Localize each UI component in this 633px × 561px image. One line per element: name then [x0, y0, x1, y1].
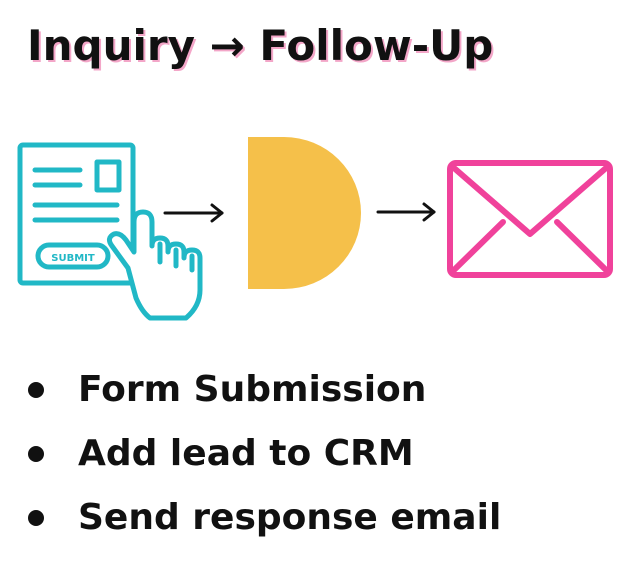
arrow-icon — [163, 203, 224, 223]
list-item: Send response email — [28, 486, 501, 550]
list-item-text: Add lead to CRM — [78, 433, 414, 474]
crm-logo-icon — [248, 137, 361, 289]
submit-button-label: SUBMIT — [51, 253, 95, 264]
pointing-hand — [106, 209, 203, 321]
form-photo-box — [94, 159, 122, 193]
list-item-text: Send response email — [78, 497, 502, 538]
bullet-icon — [28, 382, 44, 398]
bullet-icon — [28, 446, 44, 462]
list-item: Form Submission — [28, 358, 501, 422]
bullet-icon — [28, 510, 44, 526]
form-page — [17, 142, 136, 286]
arrow-icon — [376, 202, 436, 222]
submit-button-shape — [35, 242, 111, 270]
envelope-icon — [447, 160, 613, 278]
list-item-text: Form Submission — [78, 369, 427, 410]
list-item: Add lead to CRM — [28, 422, 501, 486]
form-submit-icon — [17, 142, 203, 321]
workflow-diagram: SUBMIT — [17, 137, 613, 321]
page-title: Inquiry → Follow-Up — [27, 21, 494, 70]
steps-list: Form Submission Add lead to CRM Send res… — [28, 358, 501, 550]
